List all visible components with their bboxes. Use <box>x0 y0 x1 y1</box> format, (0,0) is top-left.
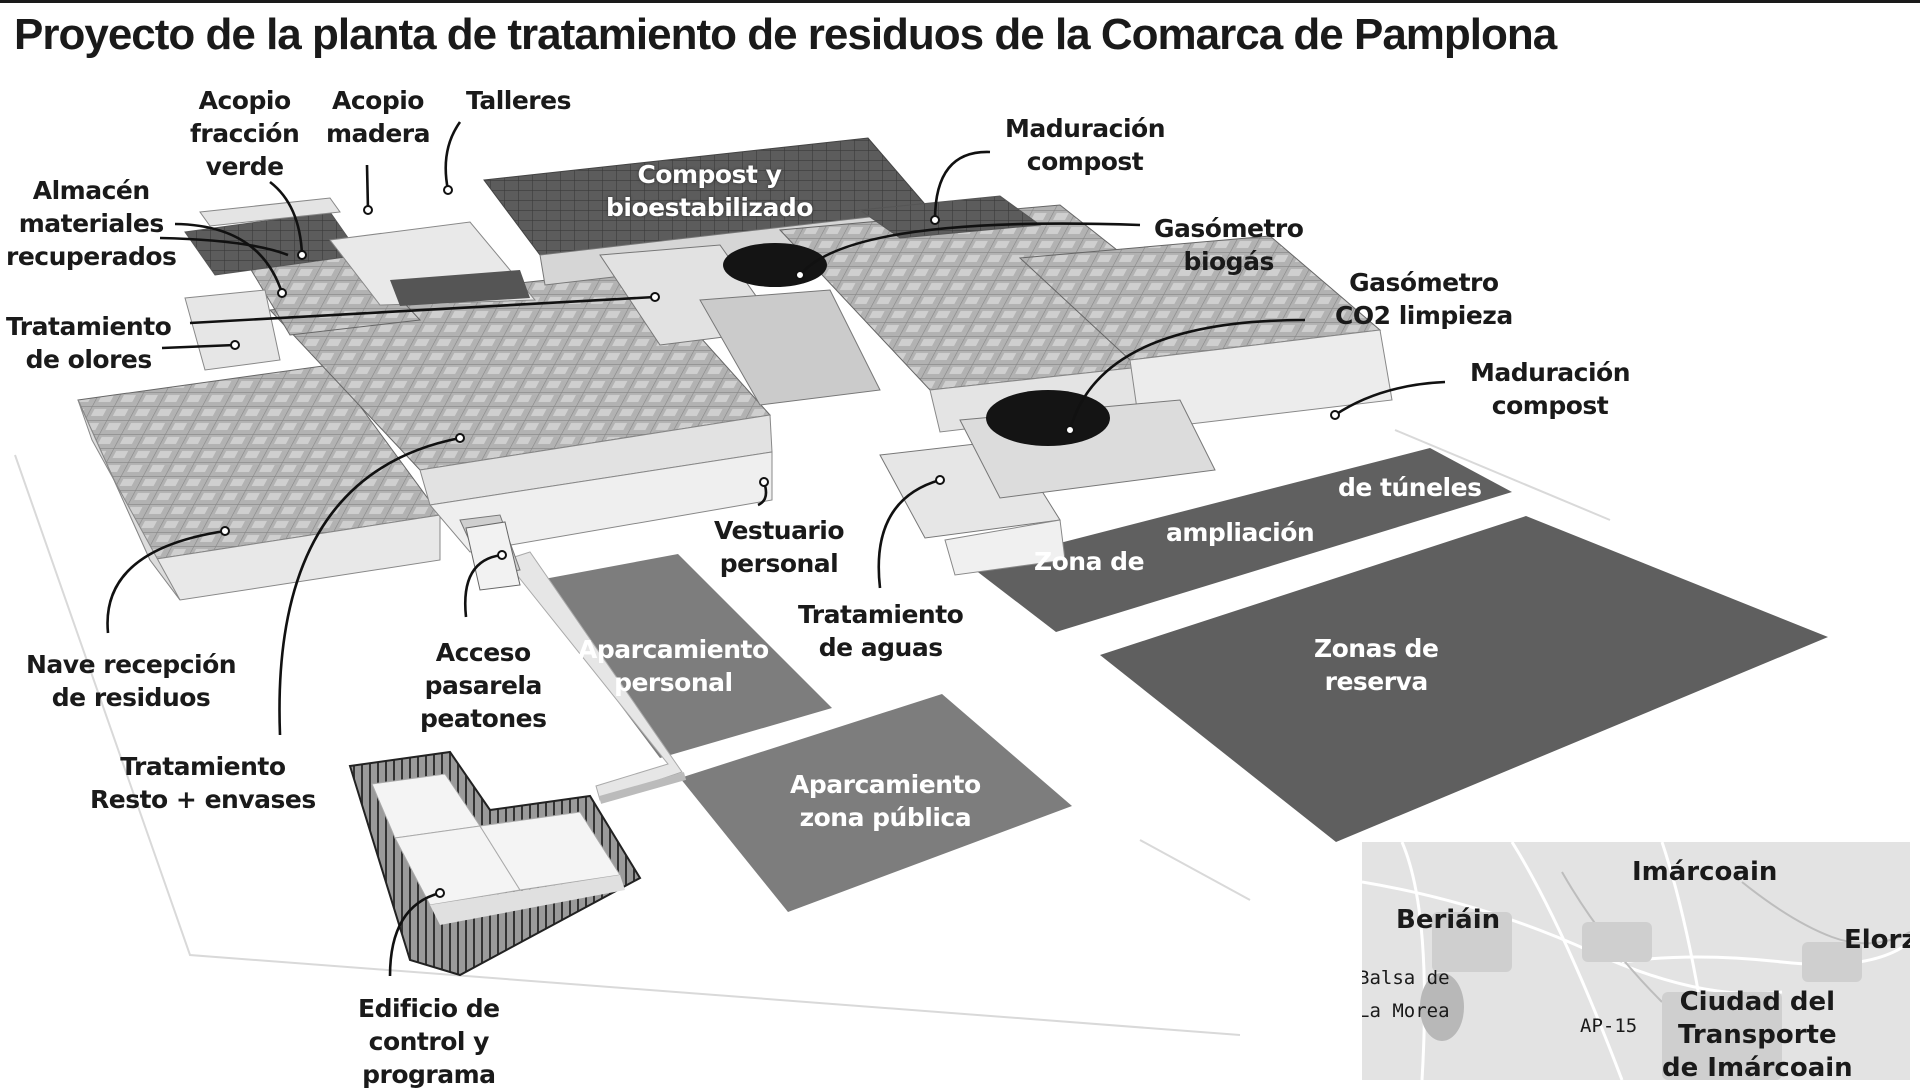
label-zona-ampliacion-start: Zona de <box>1034 547 1145 576</box>
label-zona-ampliacion-mid: ampliación <box>1166 518 1315 547</box>
label-tratamiento-aguas: Tratamiento de aguas <box>798 600 964 662</box>
label-acceso-pasarela: Acceso pasarela peatones <box>420 638 547 733</box>
label-compost-bioestabilizado: Compost y bioestabilizado <box>606 160 813 222</box>
map-label-ciudad-transporte: Ciudad del Transporte de Imárcoain <box>1662 987 1853 1080</box>
label-nave-recepcion: Nave recepción de residuos <box>26 650 237 712</box>
locator-map: Imárcoain Beriáin Elorz Balsa de La More… <box>1362 842 1910 1080</box>
map-label-balsa-morea: Balsa de La Morea <box>1362 967 1450 1022</box>
top-rule <box>0 0 1920 3</box>
label-aparcamiento-zona-publica: Aparcamiento zona pública <box>790 770 981 832</box>
label-maduracion-compost-right: Maduración compost <box>1470 358 1631 420</box>
label-acopio-fraccion-verde: Acopio fracción verde <box>190 86 300 181</box>
label-gasometro-co2: Gasómetro CO2 limpieza <box>1335 268 1513 330</box>
zonas-reserva <box>1100 516 1828 842</box>
label-maduracion-compost-top: Maduración compost <box>1005 114 1166 176</box>
aparcamiento-zona-publica <box>680 694 1072 912</box>
aparcamiento-personal <box>528 554 832 758</box>
edificio-control <box>348 750 642 977</box>
label-tratamiento-olores: Tratamiento de olores <box>6 312 172 374</box>
label-zona-ampliacion-tuneles: de túneles <box>1338 473 1482 502</box>
label-acopio-madera: Acopio madera <box>326 86 430 148</box>
label-aparcamiento-personal: Aparcamiento personal <box>578 635 769 697</box>
label-almacen-materiales: Almacén materiales recuperados <box>6 176 177 271</box>
zona-ampliacion-tuneles <box>970 448 1512 632</box>
leader-lines <box>106 121 1446 977</box>
map-label-ap15: AP-15 <box>1580 1015 1638 1037</box>
label-edificio-control: Edificio de control y programa <box>358 994 500 1089</box>
label-gasometro-biogas: Gasómetro biogás <box>1154 214 1304 276</box>
label-vestuario-personal: Vestuario personal <box>714 516 845 578</box>
page-title: Proyecto de la planta de tratamiento de … <box>14 10 1557 59</box>
building-complex <box>77 137 1393 601</box>
map-label-beriain: Beriáin <box>1396 905 1501 935</box>
leader-dots <box>220 185 1340 898</box>
site-outline <box>14 429 1611 1036</box>
map-label-imarcoain: Imárcoain <box>1632 857 1778 887</box>
label-talleres: Talleres <box>466 86 571 115</box>
label-tratamiento-resto: Tratamiento Resto + envases <box>90 752 316 814</box>
map-roads <box>1362 842 1910 1080</box>
map-label-elorz: Elorz <box>1844 925 1910 955</box>
label-zonas-reserva: Zonas de reserva <box>1314 634 1439 696</box>
